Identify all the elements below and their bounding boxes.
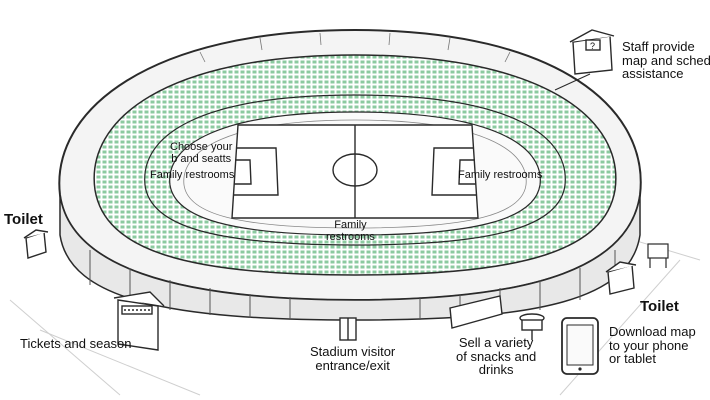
tablet-icon <box>561 317 599 375</box>
snack-stand-icon <box>449 295 545 340</box>
tickets-label: Tickets and season <box>20 336 132 351</box>
sign-icon <box>647 243 669 268</box>
concourse-ring <box>144 94 566 246</box>
toilet-left-label: Toilet <box>4 211 43 228</box>
download-label: Download map to your phone or tablet <box>609 324 696 367</box>
snacks-label: Sell a variety of snacks and drinks <box>456 335 537 378</box>
choose-seats-label: Choose your b and seatts <box>170 141 233 165</box>
facade <box>59 194 641 321</box>
ticket-booth-icon <box>113 291 165 351</box>
toilet-right-label: Toilet <box>640 298 679 315</box>
family-restrooms-right-label: Family restrooms <box>458 169 543 181</box>
pitch <box>231 124 479 219</box>
svg-text:?: ? <box>590 41 595 51</box>
family-restrooms-left-label: Family restrooms <box>150 169 235 181</box>
gate-icon <box>339 317 357 341</box>
toilet-kiosk-icon <box>605 261 637 295</box>
roof-ticks <box>199 32 511 63</box>
info-booth-icon: ? <box>569 29 615 75</box>
family-restrooms-bottom-label: Family restrooms <box>326 219 375 243</box>
toilet-kiosk-icon <box>23 229 49 259</box>
entrance-label: Stadium visitor entrance/exit <box>310 344 396 373</box>
staff-label: Staff provide map and schedule assistanc… <box>622 39 710 82</box>
